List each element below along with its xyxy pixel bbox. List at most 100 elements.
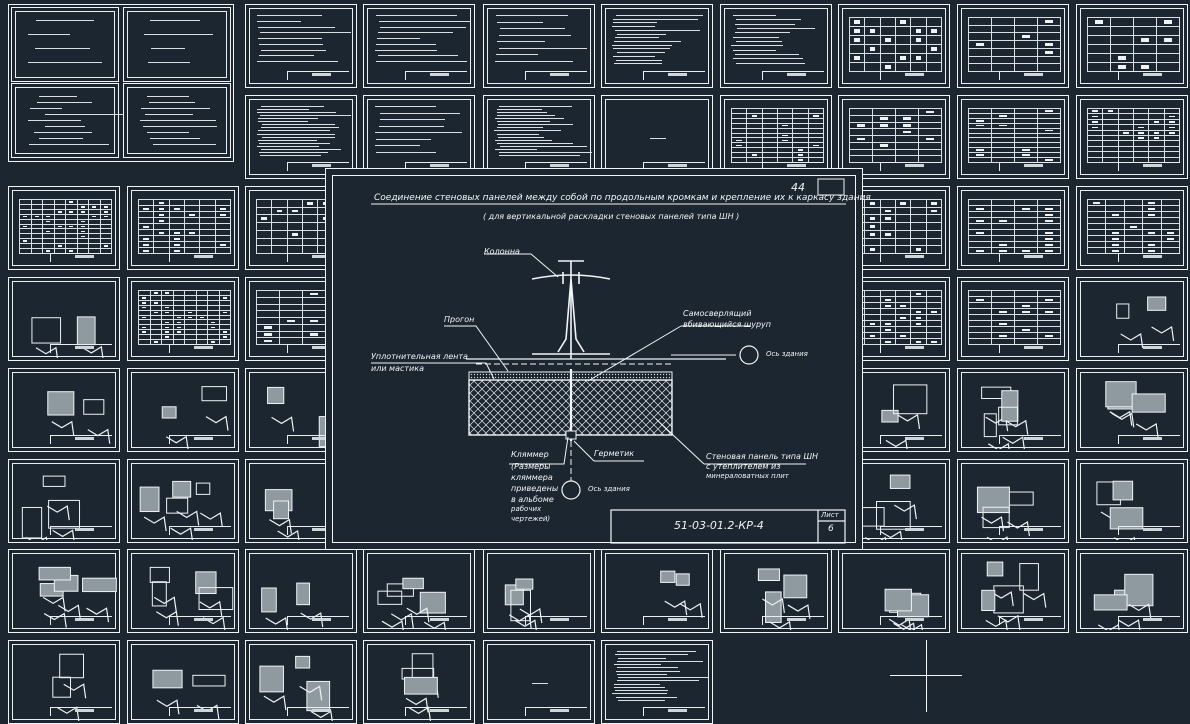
cover-quadrant[interactable] [11, 83, 124, 158]
cover-quadrant[interactable] [123, 7, 231, 82]
text-line [39, 96, 78, 97]
cell-mark [1111, 237, 1119, 240]
detail-sketch [21, 475, 81, 540]
cell-mark [1148, 231, 1156, 234]
sheet-thumbnail[interactable] [8, 277, 120, 361]
cell-mark [902, 117, 912, 120]
sheet-thumbnail[interactable] [483, 95, 595, 179]
sheet-thumbnail[interactable] [601, 95, 713, 179]
sheet-thumbnail[interactable] [127, 277, 239, 361]
sheet-thumbnail[interactable] [1076, 95, 1188, 179]
cell-mark [751, 115, 758, 117]
detail-part [83, 399, 105, 415]
sheet-thumbnail[interactable] [957, 549, 1069, 633]
sheet-thumbnail[interactable] [483, 640, 595, 724]
cell-mark [998, 334, 1008, 337]
detail-profile [762, 597, 785, 614]
cell-mark [1021, 149, 1031, 151]
sheet-thumbnail[interactable] [838, 95, 950, 179]
sheet-frame [367, 553, 471, 630]
sheet-thumbnail[interactable] [1076, 368, 1188, 452]
sheet-thumbnail[interactable] [1076, 186, 1188, 270]
sheet-thumbnail[interactable] [720, 549, 832, 633]
sheet-thumbnail[interactable] [957, 186, 1069, 270]
sheet-thumbnail[interactable] [1076, 459, 1188, 543]
sheet-thumbnail[interactable] [127, 186, 239, 270]
title-block-code [75, 437, 94, 440]
sheet-thumbnail[interactable] [127, 459, 239, 543]
cell-mark [884, 340, 891, 343]
detail-part [295, 655, 311, 669]
table-cell [256, 245, 273, 254]
cell-mark [1138, 131, 1145, 134]
sheet-thumbnail[interactable] [483, 4, 595, 88]
sheet-thumbnail[interactable] [245, 640, 357, 724]
cell-mark [153, 292, 158, 294]
sheet-frame [842, 8, 946, 84]
sheet-thumbnail[interactable] [363, 95, 475, 179]
sheet-thumbnail[interactable] [363, 549, 475, 633]
highlighted-drawing-sheet[interactable]: 44 Соединение стеновых панелей между соб… [325, 168, 871, 550]
cell-mark [930, 47, 937, 51]
sheet-frame [1080, 99, 1184, 175]
cell-mark [879, 144, 889, 147]
sheet-thumbnail[interactable] [957, 368, 1069, 452]
cover-sheet-thumbnail[interactable] [8, 4, 234, 162]
sheet-thumbnail[interactable] [363, 640, 475, 724]
sheet-thumbnail[interactable] [601, 549, 713, 633]
cell-mark [1148, 213, 1156, 216]
detail-part [660, 570, 676, 583]
title-block [404, 162, 467, 171]
sheet-thumbnail[interactable] [245, 549, 357, 633]
sheet-thumbnail[interactable] [957, 95, 1069, 179]
text-line [261, 49, 327, 51]
sheet-thumbnail[interactable] [127, 368, 239, 452]
sheet-thumbnail[interactable] [127, 549, 239, 633]
sheet-thumbnail[interactable] [127, 640, 239, 724]
sheet-thumbnail[interactable] [838, 549, 950, 633]
detail-profile [1135, 422, 1159, 439]
sheet-thumbnail[interactable] [720, 4, 832, 88]
sheet-frame [1080, 281, 1184, 357]
sheet-thumbnail[interactable] [483, 549, 595, 633]
sheet-thumbnail[interactable] [8, 640, 120, 724]
cell-mark [69, 250, 74, 252]
cover-quadrant[interactable] [11, 7, 119, 82]
cover-quadrant[interactable] [123, 83, 231, 158]
cell-mark [900, 316, 907, 319]
cell-mark [143, 225, 150, 228]
cell-mark [1094, 20, 1104, 24]
sheet-thumbnail[interactable] [363, 4, 475, 88]
cell-mark [782, 124, 789, 127]
title-block [1117, 616, 1180, 625]
sheet-thumbnail[interactable] [8, 459, 120, 543]
title-block-code [1143, 255, 1162, 258]
title-block-code [430, 73, 449, 76]
detail-profile [176, 510, 200, 526]
sheet-thumbnail[interactable] [8, 368, 120, 452]
cell-mark [869, 248, 876, 251]
title-block [998, 71, 1061, 80]
sheet-thumbnail[interactable] [720, 95, 832, 179]
sheet-thumbnail[interactable] [1076, 277, 1188, 361]
sheet-thumbnail[interactable] [8, 186, 120, 270]
sheet-thumbnail[interactable] [601, 640, 713, 724]
sheet-thumbnail[interactable] [957, 4, 1069, 88]
text-line [260, 148, 342, 150]
sheet-thumbnail[interactable] [245, 95, 357, 179]
sheet-thumbnail[interactable] [1076, 4, 1188, 88]
sheet-thumbnail[interactable] [1076, 549, 1188, 633]
detail-profile [51, 420, 75, 436]
cell-mark [176, 331, 181, 333]
sheet-thumbnail[interactable] [838, 4, 950, 88]
sheet-thumbnail[interactable] [8, 549, 120, 633]
table-cell [1087, 247, 1107, 254]
sheet-thumbnail[interactable] [601, 4, 713, 88]
sheet-thumbnail[interactable] [957, 459, 1069, 543]
detail-profile [1113, 536, 1136, 540]
title-block [879, 616, 942, 625]
sheet-thumbnail[interactable] [245, 4, 357, 88]
sheet-thumbnail[interactable] [957, 277, 1069, 361]
text-line [147, 62, 190, 63]
